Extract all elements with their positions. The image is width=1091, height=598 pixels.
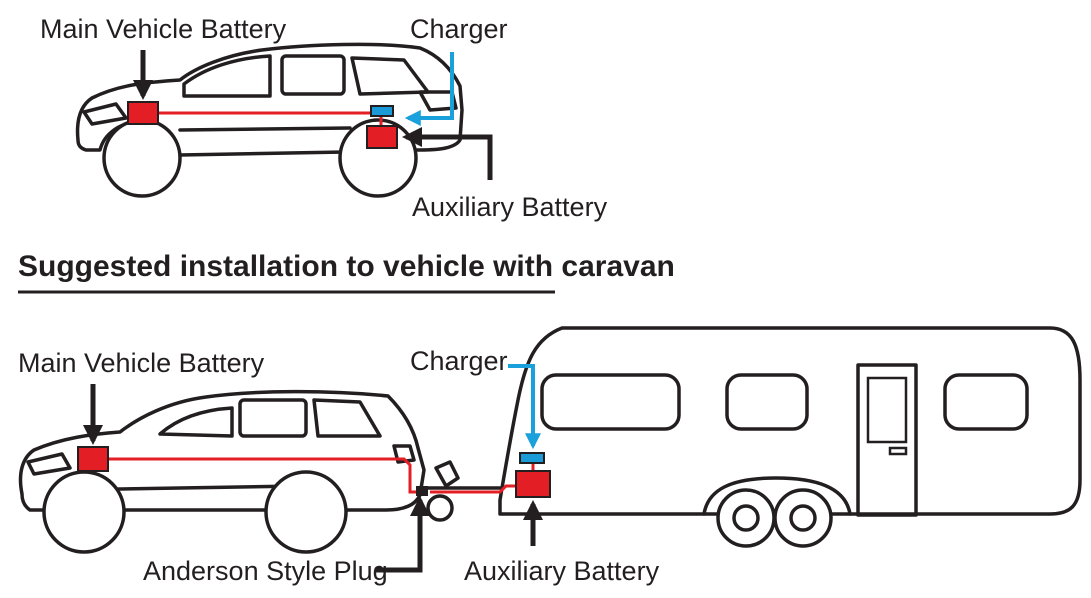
bottom-main-battery [77, 446, 109, 472]
anderson-plug-label: Anderson Style Plug [143, 556, 388, 586]
caravan-window-middle [725, 373, 809, 431]
caravan-window-right [943, 373, 1029, 431]
caravan-door [856, 363, 918, 517]
top-aux-battery [366, 125, 398, 149]
bottom-aux-battery-label: Auxiliary Battery [464, 556, 660, 586]
section-heading: Suggested installation to vehicle with c… [18, 250, 675, 283]
bottom-caravan-wire [430, 484, 522, 494]
top-suv-body [75, 42, 464, 198]
caravan-door-window [866, 376, 908, 444]
bottom-charger-label: Charger [410, 346, 508, 376]
bottom-aux-battery [515, 470, 551, 498]
bottom-front-wheel [42, 470, 126, 554]
top-charger-label: Charger [410, 14, 508, 44]
bottom-charger [519, 452, 545, 464]
caravan-door-handle [888, 446, 908, 456]
top-front-wheel [102, 118, 182, 198]
caravan-window-left [540, 373, 681, 431]
top-main-battery [127, 101, 159, 125]
bottom-rear-wheel [264, 470, 348, 554]
top-charger [370, 105, 394, 117]
top-aux-battery-arrow [402, 127, 493, 180]
bottom-main-battery-label: Main Vehicle Battery [18, 348, 265, 378]
bottom-main-wire [108, 457, 420, 494]
top-charger-arrow [404, 52, 454, 126]
bottom-suv-body [18, 389, 454, 554]
top-main-battery-label: Main Vehicle Battery [40, 14, 287, 44]
top-aux-battery-label: Auxiliary Battery [412, 192, 608, 222]
bottom-vehicle-diagram: Main Vehicle Battery Charger Anderson St… [18, 326, 1082, 586]
top-vehicle-diagram: Main Vehicle Battery Charger Auxiliary B… [40, 14, 608, 222]
caravan-wheel-right [773, 488, 833, 548]
anderson-plug [416, 486, 428, 496]
anderson-plug-arrow [376, 496, 430, 573]
bottom-charger-arrow [508, 364, 541, 450]
caravan [416, 326, 1082, 548]
caravan-wheel-left [716, 488, 776, 548]
tow-ball [426, 494, 454, 522]
